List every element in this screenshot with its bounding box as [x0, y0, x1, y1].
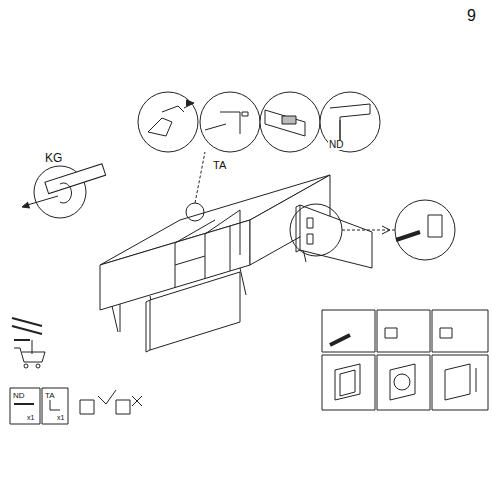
step-number: 9: [466, 8, 477, 24]
part-label: TA: [212, 160, 227, 171]
part-label: ND: [12, 392, 26, 400]
part-label: x1: [56, 414, 65, 421]
part-label: TA: [44, 392, 56, 400]
part-label: x1: [26, 414, 35, 421]
part-label: ND: [328, 140, 344, 150]
part-label: KG: [44, 152, 63, 164]
